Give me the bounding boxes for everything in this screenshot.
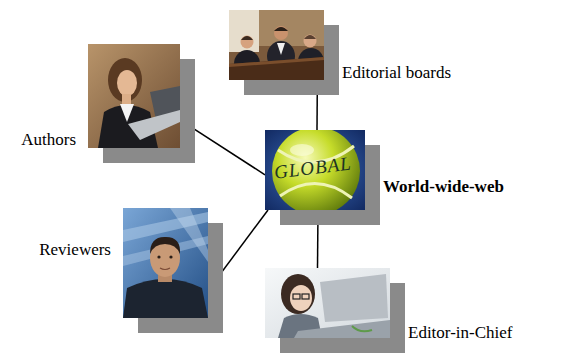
photo-detail [160,268,170,270]
photo-lettering: GLOBAL [273,153,353,183]
editor-photo [265,268,390,338]
photo-detail [293,294,300,299]
photo-detail [304,35,317,48]
photo-detail [117,70,137,96]
photo-detail [290,285,312,311]
editor-node: Editor-in-Chief [265,268,390,338]
author-photo [88,44,180,148]
photo-detail [302,294,309,299]
photo-detail [150,237,180,254]
meeting-photo [229,10,324,80]
photo-detail [304,35,316,39]
photo-detail [294,320,390,338]
photo-detail [281,274,315,314]
photo-detail [241,36,253,40]
photo-detail [123,208,208,318]
author-node: Authors [88,44,180,148]
photo-detail [169,255,172,258]
photo-detail [229,57,324,67]
photo-detail [274,26,288,40]
photo-detail [320,274,388,322]
photo-detail [88,44,180,148]
reviewer-node: Reviewers [123,208,208,318]
photo-detail [123,279,208,318]
node-caption: World-wide-web [383,177,504,197]
photo-detail [280,183,352,198]
photo-detail [229,57,324,80]
meeting-node: Editorial boards [229,10,324,80]
photo-detail [290,144,314,156]
node-caption: Editorial boards [342,63,451,83]
node-caption: Authors [21,130,76,150]
photo-detail [241,36,254,49]
photo-detail [229,10,324,80]
photo-detail [229,10,259,52]
photo-detail [265,268,390,338]
photo-detail [128,110,180,140]
node-caption: Reviewers [39,240,111,260]
photo-detail [272,130,360,210]
photo-detail [277,43,285,55]
photo-detail [120,104,134,122]
globe-photo [265,130,365,210]
photo-detail [274,27,288,31]
reviewer-photo [123,208,208,318]
node-caption: Editor-in-Chief [408,323,512,343]
photo-detail [157,255,160,258]
photo-detail [352,326,372,331]
photo-detail [122,94,131,104]
